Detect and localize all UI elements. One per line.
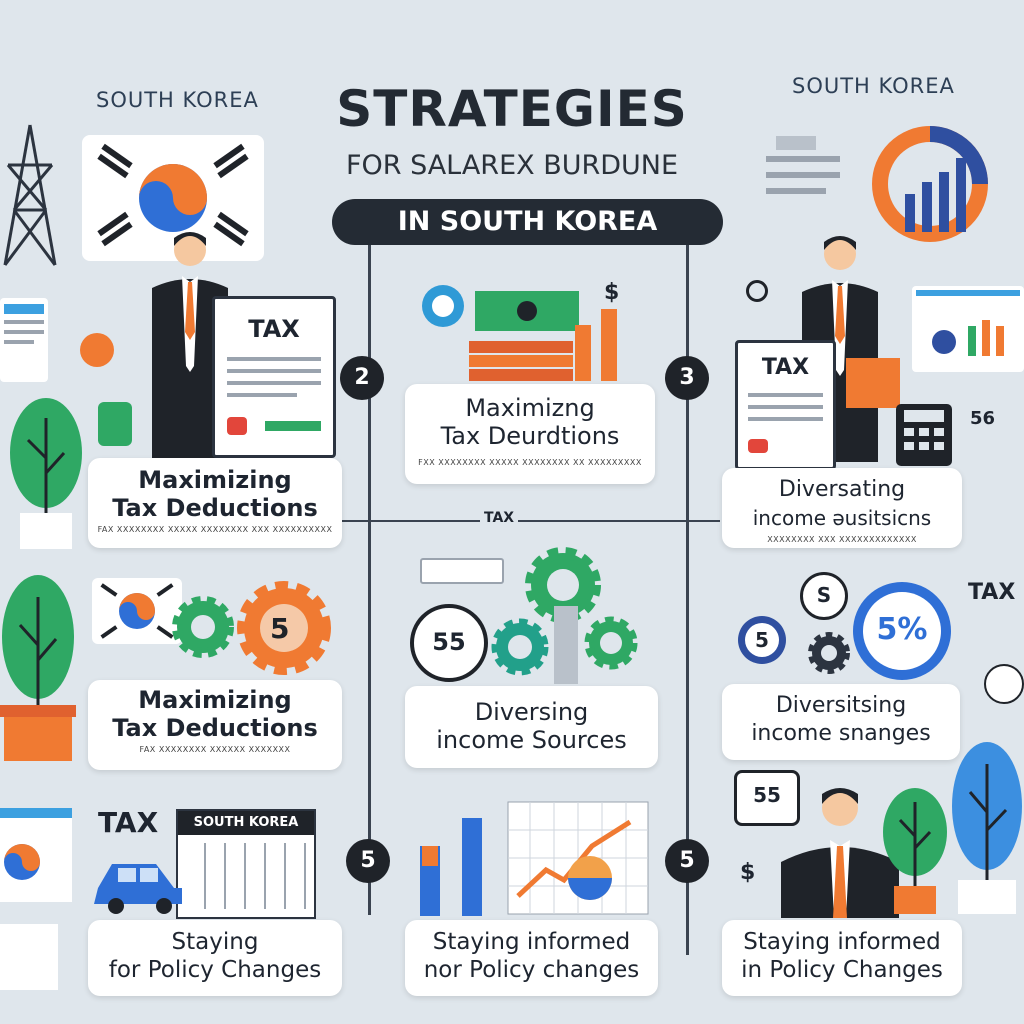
coin-5-label: 5 (755, 628, 769, 652)
region-pill: IN SOUTH KOREA (332, 199, 723, 245)
connector-right (686, 245, 689, 955)
card-diversating-right-1: Diversating income əusitsicns XXXXXXXX X… (722, 468, 962, 548)
card-center-1-small: FXX XXXXXXXX XXXXX XXXXXXXX XX XXXXXXXXX (418, 458, 642, 467)
small-ring-icon (746, 280, 768, 302)
korean-flag-small-icon (92, 578, 182, 644)
dashboard-chart-right (912, 286, 1024, 372)
teal-gear-icon (491, 618, 549, 676)
speech-bubble-icon: 55 (734, 770, 800, 826)
calendar-icon: SOUTH KOREA (176, 809, 316, 919)
step-badge-5-left: 5 (346, 839, 390, 883)
tax-document-left: TAX (212, 296, 336, 458)
connector-left (368, 245, 371, 915)
money-stack-icon (469, 291, 617, 381)
coin-s-label: S (816, 583, 832, 607)
notes-left-icon (0, 924, 58, 990)
car-icon (94, 864, 182, 914)
dollar-bottom-label: $ (740, 860, 756, 885)
receipt-strip-icon (420, 558, 504, 584)
green-gear-large-icon (525, 547, 601, 623)
card-center-2-line1: Diversing (474, 698, 589, 726)
card-staying-right-3: Staying informed in Policy Changes (722, 920, 962, 996)
card-left-2-line1: Maximizing (138, 686, 292, 714)
printer-icon (766, 136, 846, 228)
card-right-1-small: XXXXXXXX XXX XXXXXXXXXXXXX (767, 535, 917, 544)
orange-gear-icon (237, 581, 331, 675)
card-right-1-line2: income əusitsicns (752, 506, 932, 530)
step-badge-3: 3 (665, 356, 709, 400)
tax-doc-right-label: TAX (761, 355, 810, 380)
step-badge-2: 2 (340, 356, 384, 400)
power-pylon-icon (3, 124, 57, 266)
page-subtitle: FOR SALAREX BURDUNE (345, 150, 679, 181)
gear-5-label: 5 (270, 612, 290, 645)
korean-flag-icon (82, 135, 264, 261)
mini-chart-left (0, 298, 48, 382)
coin-55-label: 55 (432, 628, 466, 656)
card-left-2-line2: Tax Deductions (112, 714, 318, 742)
tax-bottom-left-label: TAX (98, 806, 159, 839)
blue-coin-icon (422, 285, 464, 327)
pct-56-label: 56 (970, 408, 996, 429)
card-right-1-line1: Diversating (778, 477, 906, 502)
country-label-right: SOUTH KOREA (792, 74, 955, 98)
card-left-1-small: FAX XXXXXXXX XXXXX XXXXXXXX XXX XXXXXXXX… (97, 525, 333, 534)
card-left-2-small: FAX XXXXXXXX XXXXXX XXXXXXX (139, 745, 291, 754)
card-maximizing-center-1: Maximizng Tax Deurdtions FXX XXXXXXXX XX… (405, 384, 655, 484)
pie-bar-chart-icon (872, 126, 988, 242)
card-center-3-line1: Staying informed (432, 929, 631, 955)
bubble-55-label: 55 (753, 783, 781, 807)
card-staying-center-3: Staying informed nor Policy changes (405, 920, 658, 996)
center-line-label: TAX (480, 510, 519, 526)
card-diversing-center-2: Diversing income Sources (405, 686, 658, 768)
tax-right-edge-label: TAX (968, 580, 1016, 605)
coin-s-icon: S (800, 572, 848, 620)
card-center-1-line2: Tax Deurdtions (440, 422, 620, 450)
plant-icon-bottom-right-2 (952, 742, 1022, 914)
coin-stack-icon (554, 606, 578, 684)
green-gear-icon (172, 596, 234, 658)
card-center-2-line2: income Sources (436, 726, 627, 754)
step-badge-5-right: 5 (665, 839, 709, 883)
plant-icon-left-2 (0, 575, 76, 761)
growth-chart-icon (420, 801, 649, 916)
card-right-2-line2: income snanges (751, 721, 931, 746)
businessman-bottom-right-icon (781, 788, 899, 918)
orange-coin-icon (80, 333, 114, 367)
plant-icon-bottom-right-1 (883, 788, 947, 914)
card-center-3-line2: nor Policy changes (423, 957, 640, 983)
calculator-icon (896, 404, 952, 466)
card-maximizing-left-2: Maximizing Tax Deductions FAX XXXXXXXX X… (88, 680, 342, 770)
page-title: STRATEGIES (336, 80, 688, 138)
card-left-1-line1: Maximizing (138, 466, 292, 494)
coin-55-icon: 55 (410, 604, 488, 682)
dollar-sign-top: $ (604, 280, 620, 305)
card-center-1-line1: Maximizng (465, 394, 595, 422)
card-left-3-line1: Staying (171, 929, 259, 955)
card-maximizing-left-1: Maximizing Tax Deductions FAX XXXXXXXX X… (88, 458, 342, 548)
card-staying-left-3: Staying for Policy Changes (88, 920, 342, 996)
coin-5-blue-icon: 5 (738, 616, 786, 664)
tax-document-right: TAX (735, 340, 836, 470)
card-right-3-line2: in Policy Changes (741, 957, 943, 983)
green-gear-s-icon (584, 616, 638, 670)
dark-gear-icon (808, 632, 850, 674)
country-label-left: SOUTH KOREA (96, 88, 259, 112)
percent-circle-icon: 5% (853, 582, 951, 680)
tax-doc-left-label: TAX (248, 315, 300, 343)
card-left-3-line2: for Policy Changes (108, 957, 322, 983)
card-diversitsing-right-2: Diversitsing income snanges (722, 684, 960, 760)
coin-right-edge-icon (984, 664, 1024, 704)
card-right-3-line1: Staying informed (743, 929, 941, 955)
plant-icon-left-1 (10, 398, 82, 549)
south-korea-tag: SOUTH KOREA (178, 811, 314, 835)
korean-flag-bottom-icon (0, 808, 72, 902)
green-jar-icon (98, 402, 132, 446)
percent-label: 5% (876, 612, 928, 647)
card-left-1-line2: Tax Deductions (112, 494, 318, 522)
card-right-2-line1: Diversitsing (775, 693, 907, 718)
connector-middle (342, 520, 720, 522)
businessman-left-icon (152, 232, 228, 458)
